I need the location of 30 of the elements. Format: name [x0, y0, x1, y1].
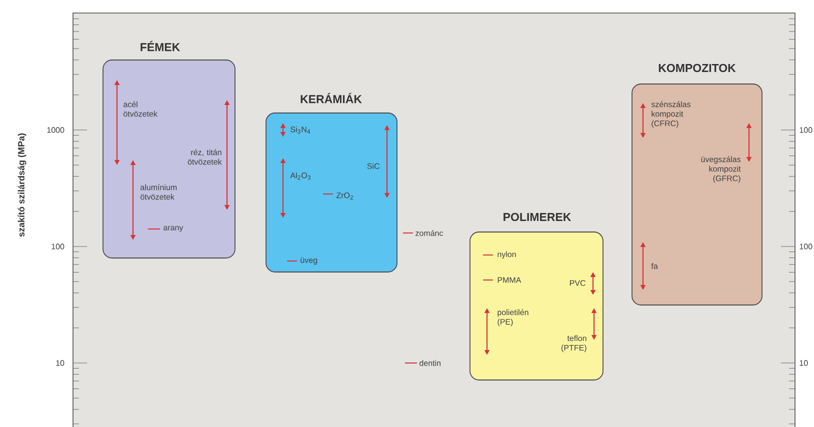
material-label: alumínium ötvözetek — [140, 184, 177, 200]
material-label: fa — [651, 263, 658, 269]
material-label: arany — [164, 226, 184, 232]
material-label: polietilén (PE) — [498, 309, 528, 326]
material-label: ZrO$_{2}$ — [336, 192, 354, 200]
material-label: üveg — [300, 257, 318, 265]
material-label: üvegszálas kompozit (GFRC) — [701, 156, 741, 183]
material-label: szénszálas kompozit (CFRC) — [651, 101, 690, 128]
tick-label: 100 — [800, 244, 812, 250]
material-label: SiC — [367, 163, 380, 169]
material-label: PMMA — [498, 277, 522, 283]
axis-title: szakító szilárdság (MPa) — [18, 133, 26, 237]
material-label: teflon (PTFE) — [562, 335, 586, 352]
tick-label: 100 — [52, 244, 64, 250]
group-heading: FÉMEK — [140, 40, 180, 52]
tick-label: 100 — [800, 127, 812, 133]
tick-label: 10 — [800, 360, 808, 366]
group-heading: POLIMEREK — [504, 212, 572, 222]
material-label: nylon — [498, 251, 516, 259]
material-label: PVC — [570, 280, 586, 286]
group-heading: KERÁMIÁK — [300, 92, 362, 104]
material-label: Al$_{2}$O$_{3}$ — [290, 172, 310, 180]
group-heading: KOMPOZITOK — [658, 64, 736, 72]
material-label: zománc — [416, 230, 443, 236]
tick-label: 10 — [56, 360, 64, 366]
material-label: dentin — [420, 360, 440, 366]
tick-label: 1000 — [47, 127, 64, 133]
material-label: Si$_{3}$N$_{4}$ — [290, 126, 310, 134]
material-label: réz, titán ötvözetek — [188, 149, 222, 165]
material-label: acél ötvözetek — [124, 101, 158, 117]
